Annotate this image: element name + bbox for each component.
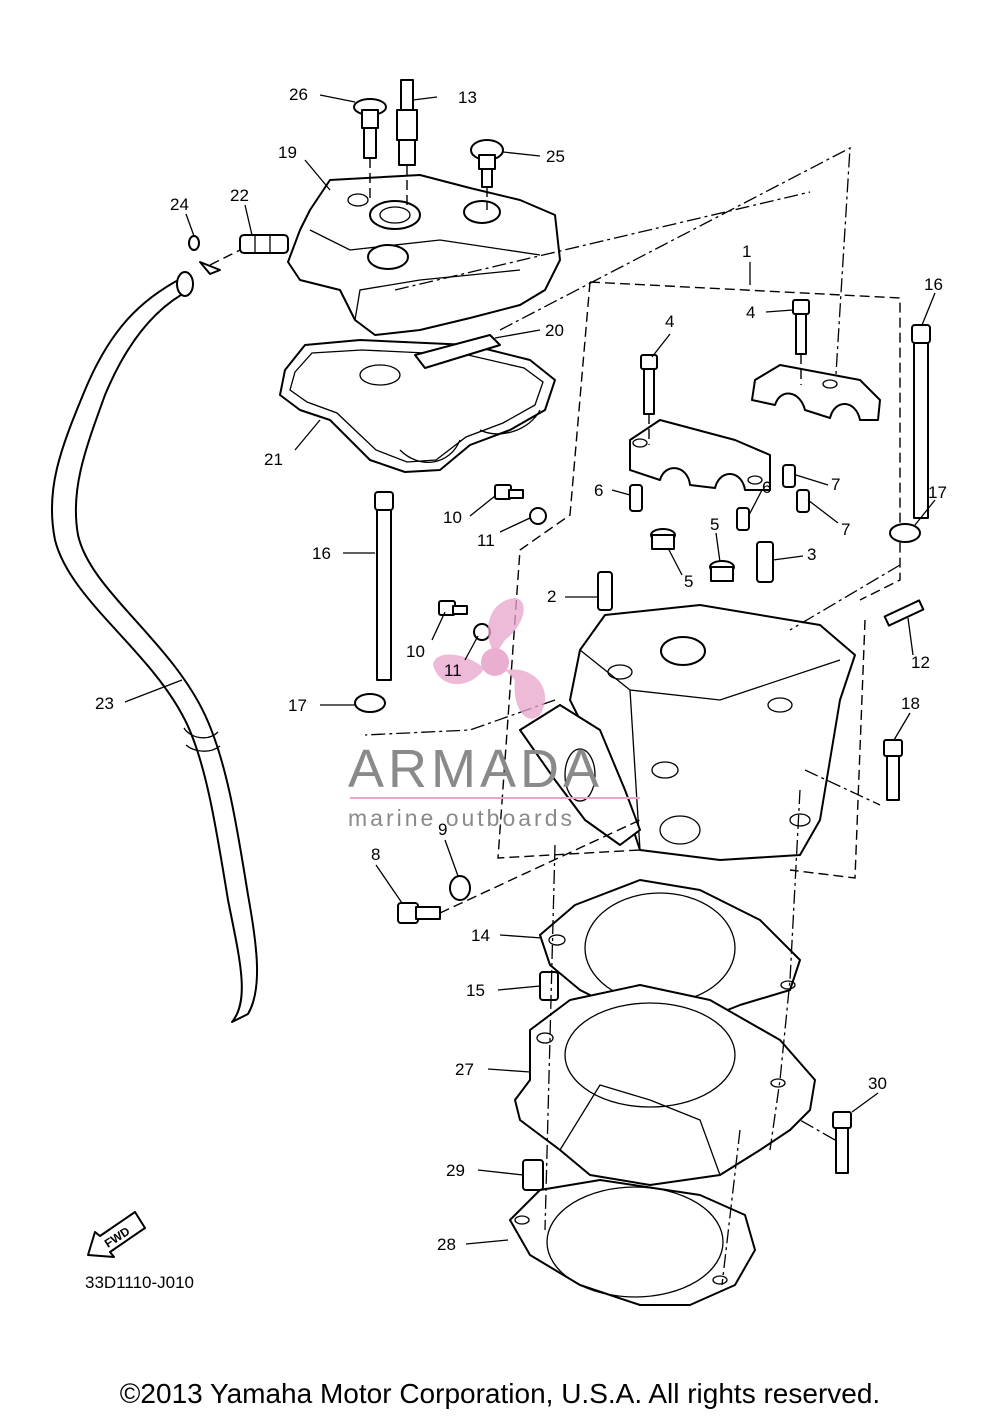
breather-joint (239, 234, 289, 254)
bolt-10-lower (438, 600, 468, 616)
callout-18: 18 (901, 694, 920, 713)
dowel-7b (796, 489, 810, 513)
diagram-code: 33D1110-J010 (85, 1273, 194, 1292)
forward-arrow-icon: FWD (87, 1211, 146, 1258)
cover-projection (394, 146, 851, 391)
plug-5a (650, 528, 676, 550)
callout-20: 20 (545, 321, 564, 340)
camshaft-cap-right (751, 364, 881, 421)
callout-15: 15 (466, 981, 485, 1000)
callout-5a: 5 (710, 515, 719, 534)
callout-13: 13 (458, 88, 477, 107)
callout-24: 24 (170, 195, 189, 214)
callout-4b: 4 (746, 303, 755, 322)
callout-25: 25 (546, 147, 565, 166)
cylinder-base-gasket (509, 1179, 756, 1306)
stud-bolt-16-left (374, 491, 394, 681)
spark-plug (396, 79, 418, 166)
callout-11b: 11 (444, 661, 462, 680)
bolt-10-upper (494, 484, 524, 500)
bolt-30 (832, 1111, 852, 1174)
leader-lines (124, 94, 936, 1245)
hose-clip (188, 235, 221, 275)
callout-12: 12 (911, 653, 930, 672)
callout-30: 30 (868, 1074, 887, 1093)
callout-6b: 6 (762, 478, 771, 497)
cover-plate (414, 334, 501, 369)
callout-9: 9 (438, 820, 447, 839)
callout-8: 8 (371, 845, 380, 864)
dowel-29 (522, 1159, 544, 1191)
dowel-15 (539, 971, 559, 1001)
dowel-7a (782, 464, 796, 488)
copyright-notice: ©2013 Yamaha Motor Corporation, U.S.A. A… (119, 1378, 881, 1409)
callout-17a: 17 (288, 696, 307, 715)
callout-6a: 6 (594, 481, 603, 500)
callout-5b: 5 (684, 572, 693, 591)
dowel-6b (736, 507, 750, 531)
callout-7a: 7 (831, 475, 840, 494)
callout-11a: 11 (477, 531, 495, 550)
callout-1: 1 (742, 242, 751, 261)
watermark-tagline: marine outboards (348, 805, 575, 831)
alignment-lines (364, 564, 901, 1286)
callout-numbers: 1 2 3 4 4 5 5 6 6 7 7 8 9 10 11 10 11 12… (95, 85, 947, 1254)
washer-17-right (889, 523, 921, 543)
callout-27: 27 (455, 1060, 474, 1079)
callout-28: 28 (437, 1235, 456, 1254)
washer-11-upper (529, 507, 547, 525)
assembly-boundary-1 (589, 281, 901, 601)
breather-hose (50, 271, 258, 1023)
washer-9 (449, 875, 471, 901)
cylinder (514, 984, 816, 1186)
bolt-18 (883, 739, 903, 801)
callout-21: 21 (264, 450, 283, 469)
callout-16b: 16 (924, 275, 943, 294)
cap-bolt-26 (353, 98, 387, 159)
washer-17-left (354, 693, 386, 713)
callout-10b: 10 (406, 642, 425, 661)
bolt-4-right (792, 299, 810, 355)
callout-14: 14 (471, 926, 490, 945)
callout-17b: 17 (928, 483, 947, 502)
bolt-8 (397, 902, 441, 924)
camshaft-cap-left (629, 419, 771, 491)
cylinder-head-gasket (539, 879, 801, 1026)
callout-22: 22 (230, 186, 249, 205)
callout-7b: 7 (841, 520, 850, 539)
callout-16a: 16 (312, 544, 331, 563)
assembly-boundary-3 (789, 619, 866, 879)
callout-29: 29 (446, 1161, 465, 1180)
propeller-logo-icon (433, 598, 546, 719)
watermark-brand: ARMADA (348, 739, 603, 799)
axis-22 (209, 249, 241, 266)
callout-10a: 10 (443, 508, 462, 527)
sleeve-3 (756, 541, 774, 583)
cap-bolt-25 (470, 139, 504, 188)
stud-12 (883, 599, 925, 627)
cylinder-head-cover (287, 174, 561, 336)
callout-26: 26 (289, 85, 308, 104)
dowel-6a (629, 484, 643, 512)
sleeve-2 (597, 571, 613, 611)
cylinder-head (519, 604, 856, 861)
callout-19: 19 (278, 143, 297, 162)
bolt-4-left (640, 354, 658, 415)
callout-3: 3 (807, 545, 816, 564)
watermark: ARMADA marine outboards (348, 598, 640, 831)
callout-2: 2 (547, 587, 556, 606)
plug-5b (709, 560, 735, 582)
callout-23: 23 (95, 694, 114, 713)
callout-4a: 4 (665, 312, 674, 331)
assembly-boundary-2 (497, 281, 641, 859)
axis-8-9 (439, 819, 641, 914)
